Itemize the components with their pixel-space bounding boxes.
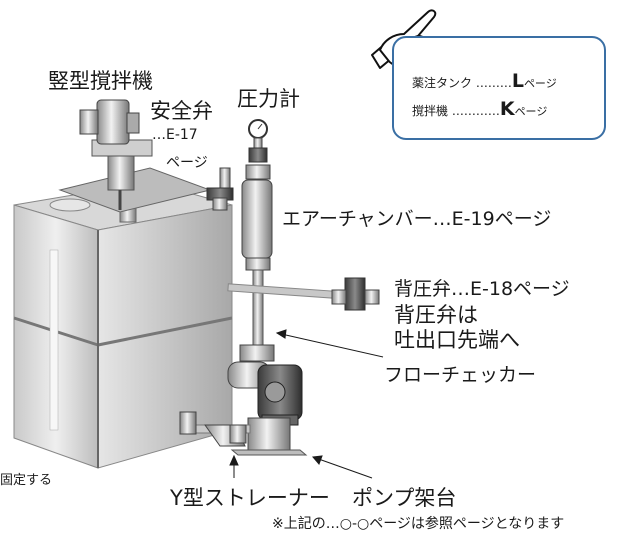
chemical-tank [13,181,233,469]
reference-row-letter: K [499,98,515,120]
pump-base [230,417,308,456]
metering-pump [227,344,303,426]
safety-valve [206,167,234,211]
reference-row-text: 薬注タンク ……… [412,76,512,90]
air-chamber [241,164,273,351]
reference-row-text: 撹拌機 ………… [412,104,500,118]
reference-row-letter: L [511,70,524,92]
safety-valve-page: ページ [166,155,208,171]
air-chamber-label: エアーチャンバー…E-19ページ [282,208,552,230]
flow-checker-label: フローチェッカー [384,364,537,386]
footnote: ※上記の…○-○ページは参照ページとなります [272,516,565,532]
reference-row-tank: 薬注タンク ………Lページ [412,70,557,92]
pressure-gauge-label: 圧力計 [237,87,300,111]
safety-valve-ref: …E-17 [152,127,198,143]
pump-base-label: ポンプ架台 [352,486,457,510]
y-strainer [179,411,251,447]
back-pressure-note-2: 吐出口先端へ [394,328,520,352]
reference-row-mixer: 撹拌機 …………Kページ [412,98,547,120]
safety-valve-label: 安全弁 [150,99,213,123]
back-pressure-note-1: 背圧弁は [394,303,478,327]
reference-row-page: ページ [523,77,557,90]
leader-lines [229,329,384,479]
pressure-gauge [248,119,268,163]
reference-box: 薬注タンク ………Lページ 撹拌機 …………Kページ [392,36,606,140]
back-pressure-valve [227,277,380,311]
vertical-mixer [58,99,212,213]
y-strainer-label: Y型ストレーナー [170,486,330,510]
reference-row-page: ページ [514,105,548,118]
vertical-mixer-label: 竪型撹拌機 [48,69,153,93]
back-pressure-valve-label: 背圧弁…E-18ページ [394,278,570,300]
fix-note-label: 固定する [0,473,53,488]
